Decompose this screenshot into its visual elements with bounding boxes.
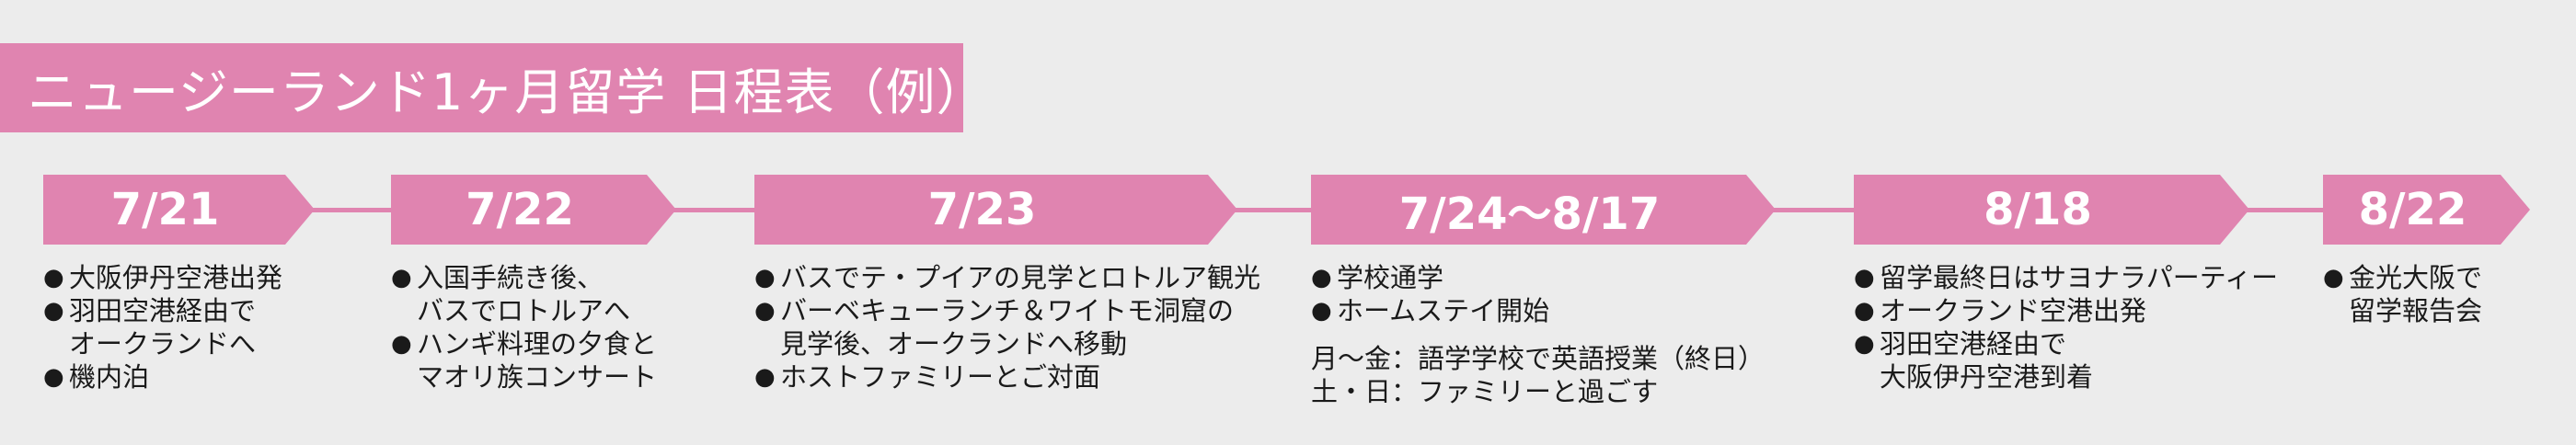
- bullet-icon: ●: [1854, 330, 1875, 358]
- list-item: ● 入国手続き後、 バスでロトルアへ: [391, 261, 657, 327]
- date-label: 7/22: [466, 184, 574, 235]
- day-column-8-18: ● 留学最終日はサヨナラパーティー ● オークランド空港出発 ● 羽田空港経由で…: [1854, 261, 2278, 394]
- date-arrow: 7/22: [391, 175, 676, 245]
- list-item: ● 学校通学: [1311, 261, 1765, 294]
- timeline-connector: [667, 208, 759, 212]
- bullet-icon: ●: [43, 363, 64, 391]
- day-column-7-23: ● バスでテ・プイアの見学とロトルア観光 ● バーベキューランチ＆ワイトモ洞窟の…: [754, 261, 1260, 394]
- list-item: ● 留学最終日はサヨナラパーティー: [1854, 261, 2278, 294]
- item-text: ホームステイ開始: [1337, 295, 1550, 326]
- item-text: 機内泊: [69, 361, 150, 393]
- day-column-8-22: ● 金光大阪で 留学報告会: [2323, 261, 2482, 327]
- list-item: ● 羽田空港経由で オークランドへ: [43, 294, 282, 360]
- item-text: オークランドへ: [69, 328, 257, 359]
- date-label: 8/22: [2358, 184, 2467, 235]
- bullet-icon: ●: [1854, 297, 1875, 325]
- item-text: 見学後、オークランドへ移動: [780, 328, 1128, 359]
- bullet-icon: ●: [43, 264, 64, 291]
- list-item: ● バスでテ・プイアの見学とロトルア観光: [754, 261, 1260, 294]
- list-item: ● ホームステイ開始: [1311, 294, 1765, 327]
- item-text: バーベキューランチ＆ワイトモ洞窟の: [780, 295, 1235, 326]
- item-text: 大阪伊丹空港出発: [69, 262, 283, 293]
- date-arrow: 7/24〜8/17: [1311, 175, 1776, 245]
- bullet-icon: ●: [1311, 264, 1332, 291]
- day-column-7-22: ● 入国手続き後、 バスでロトルアへ ● ハンギ料理の夕食と マオリ族コンサート: [391, 261, 657, 394]
- item-text: ホストファミリーとご対面: [780, 361, 1101, 393]
- timeline-connector: [1771, 208, 1863, 212]
- item-text: 入国手続き後、: [417, 262, 604, 293]
- date-label: 7/21: [110, 184, 220, 235]
- item-text: マオリ族コンサート: [417, 361, 658, 393]
- title-banner: ニュージーランド1ヶ月留学 日程表（例）: [0, 43, 985, 132]
- timeline-connector: [1228, 208, 1320, 212]
- date-arrow: 8/18: [1854, 175, 2249, 245]
- item-text: 羽田空港経由で: [1880, 328, 2067, 359]
- day-column-7-24-8-17: ● 学校通学 ● ホームステイ開始 月〜金：語学学校で英語授業（終日） 土・日：…: [1311, 261, 1765, 408]
- date-arrow: 7/21: [43, 175, 315, 245]
- day-column-7-21: ● 大阪伊丹空港出発 ● 羽田空港経由で オークランドへ ● 機内泊: [43, 261, 282, 394]
- date-arrow: 7/23: [754, 175, 1237, 245]
- schedule-note: 土・日：ファミリーと過ごす: [1311, 376, 1659, 407]
- item-text: ハンギ料理の夕食と: [417, 328, 658, 359]
- bullet-icon: ●: [754, 264, 776, 291]
- item-text: 大阪伊丹空港到着: [1880, 361, 2094, 393]
- schedule-note: 月〜金：語学学校で英語授業（終日）: [1311, 343, 1765, 374]
- list-item: ● ハンギ料理の夕食と マオリ族コンサート: [391, 327, 657, 394]
- date-arrow: 8/22: [2323, 175, 2530, 245]
- item-text: オークランド空港出発: [1880, 295, 2147, 326]
- date-label: 7/23: [927, 184, 1037, 235]
- item-text: 学校通学: [1337, 262, 1444, 293]
- bullet-icon: ●: [391, 330, 412, 358]
- page-title: ニュージーランド1ヶ月留学 日程表（例）: [28, 63, 987, 121]
- list-item: ● 機内泊: [43, 360, 282, 394]
- bullet-icon: ●: [1854, 264, 1875, 291]
- list-item: ● 大阪伊丹空港出発: [43, 261, 282, 294]
- date-label: 8/18: [1984, 184, 2092, 235]
- item-text: バスでロトルアへ: [417, 295, 631, 326]
- item-text: 金光大阪で: [2349, 262, 2483, 293]
- bullet-icon: ●: [43, 297, 64, 325]
- list-item: ● 金光大阪で 留学報告会: [2323, 261, 2482, 327]
- bullet-icon: ●: [1311, 297, 1332, 325]
- bullet-icon: ●: [2323, 264, 2344, 291]
- bullet-icon: ●: [754, 363, 776, 391]
- bullet-icon: ●: [391, 264, 412, 291]
- item-text: 留学報告会: [2349, 295, 2483, 326]
- item-text: バスでテ・プイアの見学とロトルア観光: [780, 262, 1261, 293]
- timeline-connector: [304, 208, 396, 212]
- list-item: ● 羽田空港経由で 大阪伊丹空港到着: [1854, 327, 2278, 394]
- list-item: ● バーベキューランチ＆ワイトモ洞窟の 見学後、オークランドへ移動: [754, 294, 1260, 360]
- item-text: 羽田空港経由で: [69, 295, 257, 326]
- date-label: 7/24〜8/17: [1398, 188, 1661, 240]
- bullet-icon: ●: [754, 297, 776, 325]
- timeline-connector: [2240, 208, 2332, 212]
- list-item: ● オークランド空港出発: [1854, 294, 2278, 327]
- item-text: 留学最終日はサヨナラパーティー: [1880, 262, 2278, 293]
- list-item: ● ホストファミリーとご対面: [754, 360, 1260, 394]
